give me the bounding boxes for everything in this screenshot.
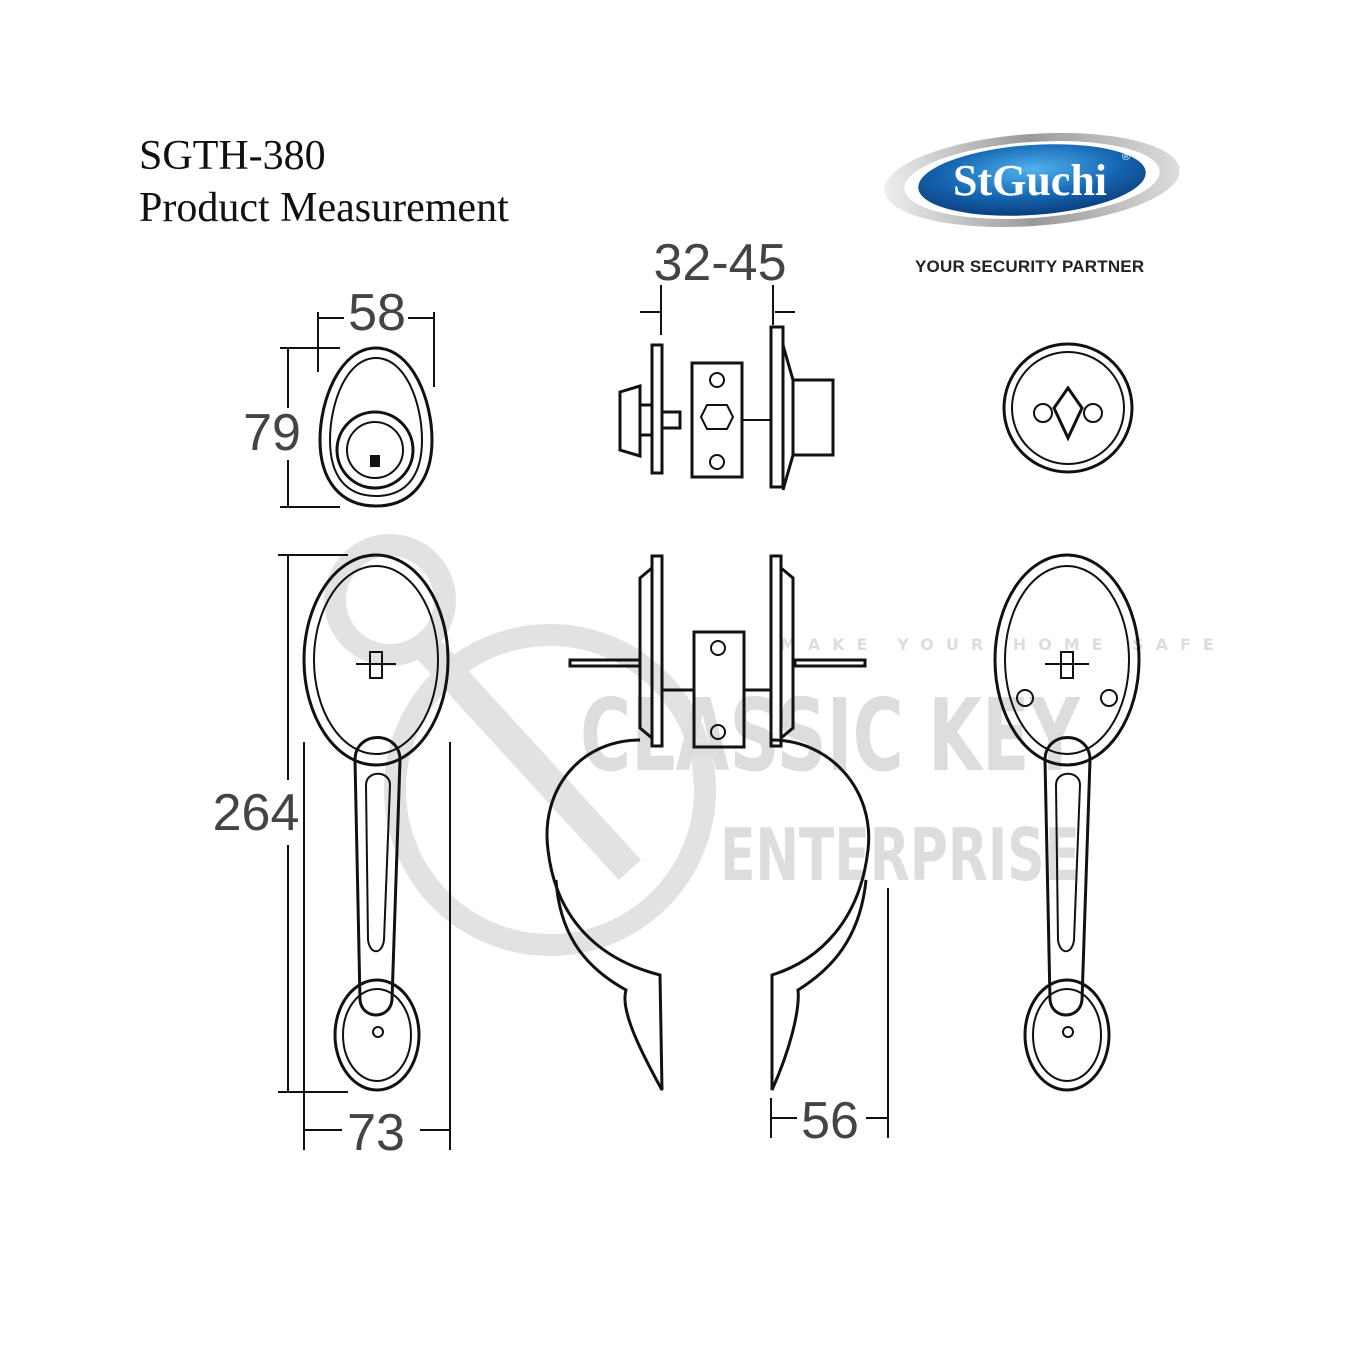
handleset-front-view	[278, 553, 451, 1150]
deadbolt-back-view	[1002, 342, 1134, 474]
handleset-back-view	[993, 553, 1141, 1092]
deadbolt-side-view	[618, 285, 835, 491]
dimension-deadbolt-width: 58	[348, 284, 406, 342]
dimension-deadbolt-height: 79	[243, 404, 301, 462]
watermark: MAKE YOUR HOME SAFE CLASSIC KEY ENTERPRI…	[324, 534, 1226, 956]
dimension-door-thickness: 32-45	[654, 234, 787, 292]
dimension-handle-projection: 56	[801, 1092, 859, 1150]
brand-tagline: YOUR SECURITY PARTNER	[915, 257, 1145, 276]
watermark-subtitle: ENTERPRISE	[720, 813, 1080, 897]
watermark-slogan: MAKE YOUR HOME SAFE	[780, 635, 1226, 654]
brand-name: StGuchi	[953, 156, 1107, 205]
dimension-handle-width: 73	[347, 1104, 405, 1162]
dimension-handle-height: 264	[213, 784, 300, 842]
page-subtitle: Product Measurement	[139, 185, 509, 231]
deadbolt-front-view	[280, 312, 435, 508]
handleset-side-view	[545, 554, 889, 1138]
model-number: SGTH-380	[139, 133, 326, 179]
watermark-title: CLASSIC KEY	[580, 677, 1081, 794]
brand-logo: StGuchi ®	[884, 132, 1180, 228]
registered-mark: ®	[1122, 151, 1130, 163]
